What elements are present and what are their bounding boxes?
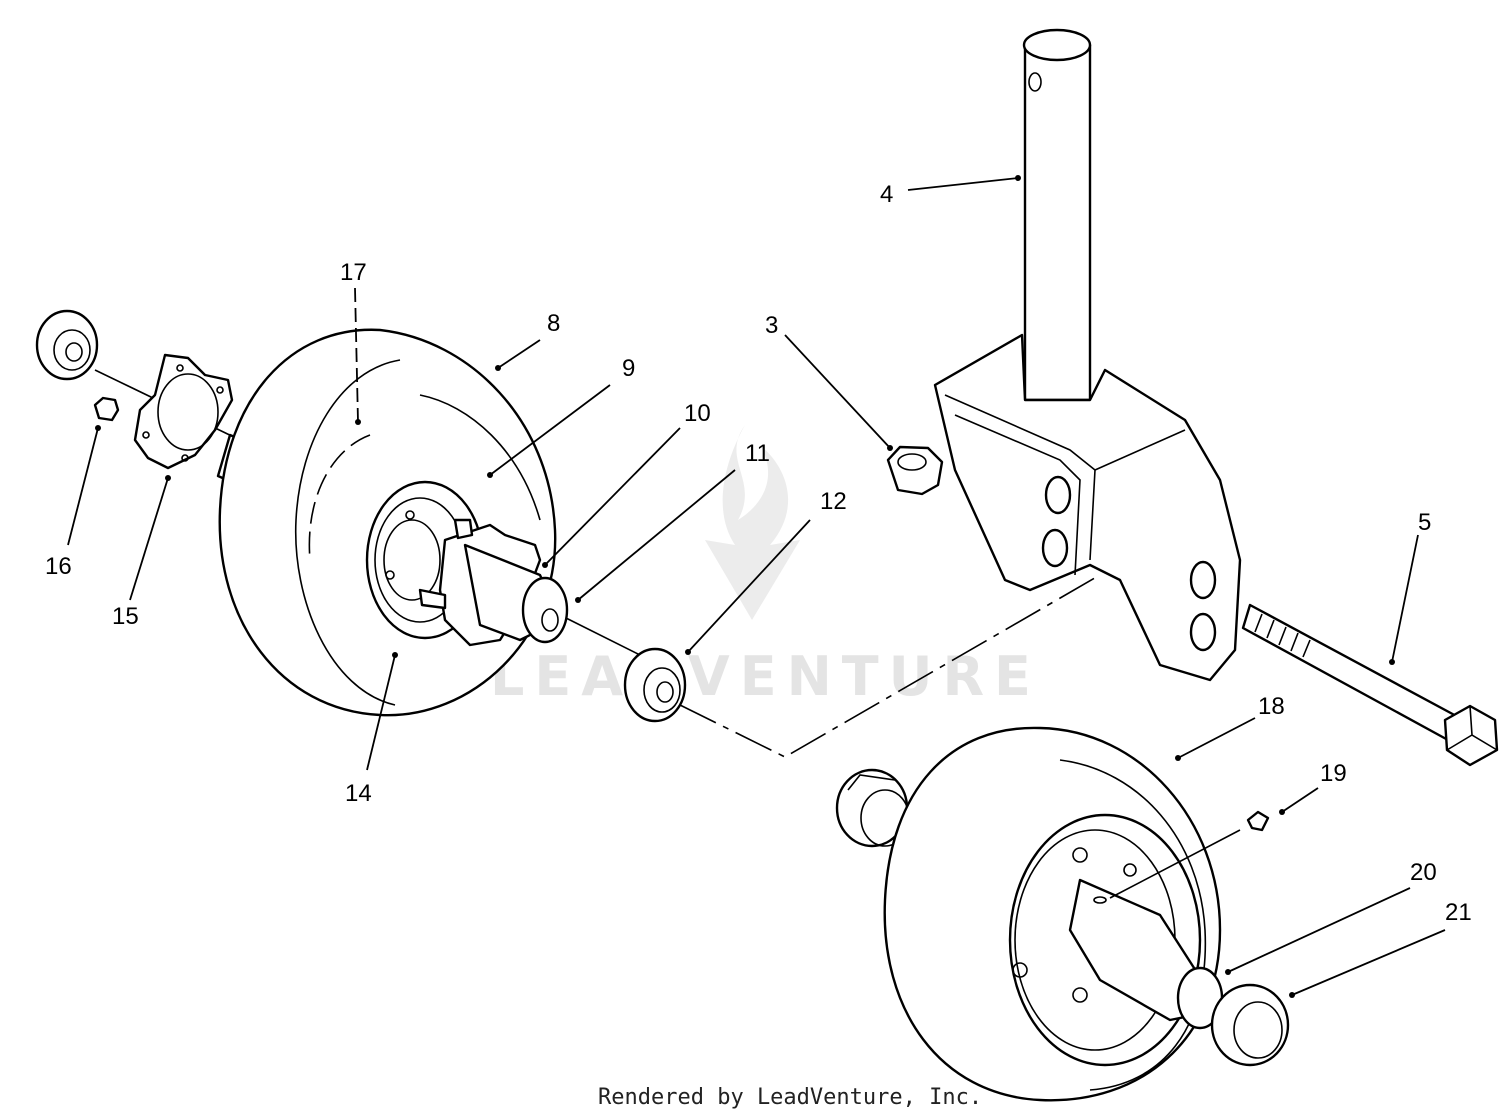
callout-14: 14 — [345, 780, 372, 807]
callout-10: 10 — [684, 400, 711, 427]
callout-labels: 3 4 5 8 9 10 11 12 14 15 16 17 18 19 20 … — [45, 181, 1472, 926]
callout-3: 3 — [765, 312, 778, 339]
tire-right — [883, 726, 1222, 1102]
hub-right — [1068, 878, 1224, 1030]
bushing-right — [1210, 983, 1290, 1067]
callout-11: 11 — [745, 440, 770, 467]
callout-4: 4 — [880, 181, 893, 208]
grease-fitting — [1246, 810, 1270, 832]
leader-lines — [67, 175, 1446, 998]
callout-19: 19 — [1320, 760, 1347, 787]
bolt — [1241, 603, 1499, 767]
caster-fork — [933, 28, 1242, 682]
small-nut — [93, 396, 120, 422]
callout-9: 9 — [622, 355, 635, 382]
callout-17: 17 — [340, 259, 367, 286]
watermark-flame-logo — [705, 425, 800, 620]
callout-21: 21 — [1445, 899, 1472, 926]
left-wheel-assembly — [35, 309, 687, 723]
bearing-12 — [623, 647, 687, 723]
bearing-left — [35, 309, 99, 381]
callout-15: 15 — [112, 603, 139, 630]
footer-credit: Rendered by LeadVenture, Inc. — [598, 1085, 982, 1110]
callout-5: 5 — [1418, 509, 1431, 536]
hub-left — [418, 518, 569, 647]
flange-plate — [133, 353, 234, 470]
callout-8: 8 — [547, 310, 560, 337]
callout-18: 18 — [1258, 693, 1285, 720]
callout-12: 12 — [820, 488, 847, 515]
callout-20: 20 — [1410, 859, 1437, 886]
watermark-text: LEADVENTURE — [490, 645, 1041, 708]
hex-nut-large — [886, 445, 944, 496]
callout-16: 16 — [45, 553, 72, 580]
watermark: LEADVENTURE — [490, 425, 1041, 708]
right-wheel-assembly — [835, 726, 1290, 1102]
